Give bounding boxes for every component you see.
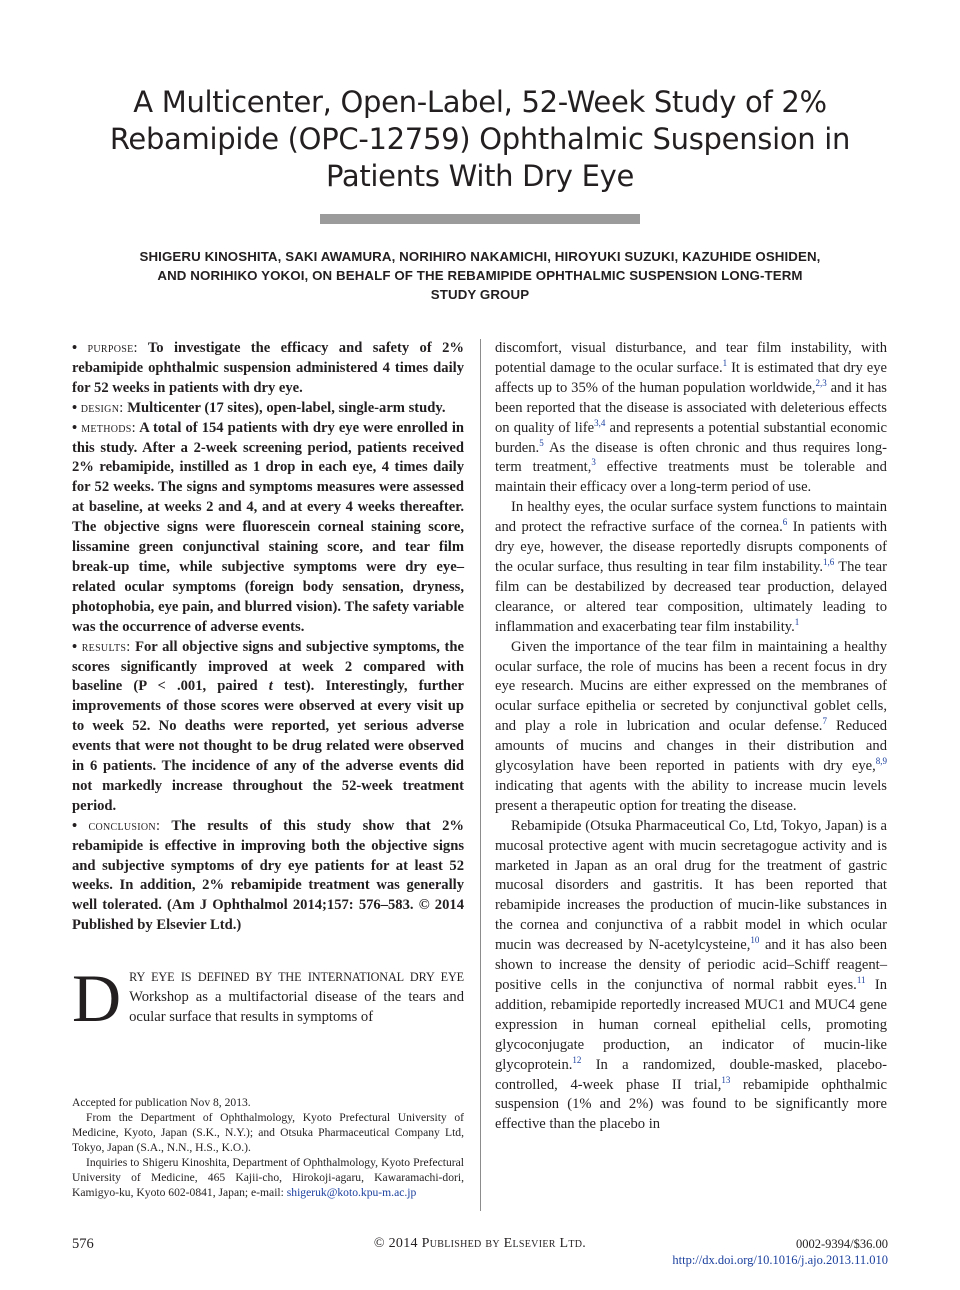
title-line: Patients With Dry Eye (325, 159, 635, 193)
footnotes: Accepted for publication Nov 8, 2013. Fr… (72, 1095, 464, 1200)
results-text: For all objective signs and subjective s… (72, 638, 464, 695)
abstract-methods: • methods: A total of 154 patients with … (72, 419, 464, 635)
purpose-label: purpose: (87, 340, 138, 356)
footnote-inquiries: Inquiries to Shigeru Kinoshita, Departme… (72, 1155, 464, 1200)
body-paragraph: Rebamipide (Otsuka Pharmaceutical Co, Lt… (495, 817, 887, 1133)
conclusion-text: The results of this study show that 2% r… (72, 817, 465, 934)
article-title: A Multicenter, Open-Label, 52-Week Study… (60, 84, 900, 195)
abstract-design: • design: Multicenter (17 sites), open-l… (72, 399, 446, 416)
citation[interactable]: 12 (572, 1054, 582, 1065)
issn: 0002-9394/$36.00 (795, 1237, 888, 1251)
issn-doi: 0002-9394/$36.00 http://dx.doi.org/10.10… (672, 1236, 888, 1268)
intro-text: Workshop as a multifactorial disease of … (129, 989, 464, 1025)
citation[interactable]: 10 (750, 935, 760, 946)
design-label: design: (80, 399, 124, 416)
results-label: results: (81, 638, 131, 655)
author-line: AND NORIHIKO YOKOI, ON BEHALF OF THE REB… (157, 268, 803, 283)
citation[interactable]: 7 (822, 716, 827, 727)
citation[interactable]: 1 (794, 616, 800, 627)
body-paragraph: Given the importance of the tear film in… (495, 638, 887, 814)
publisher-line: © 2014 Published by Elsevier Ltd. (330, 1236, 630, 1252)
title-line: A Multicenter, Open-Label, 52-Week Study… (133, 85, 827, 119)
title-divider (320, 214, 640, 224)
left-column: • purpose: To investigate the efficacy a… (72, 339, 464, 1037)
column-divider (480, 339, 481, 1211)
footnote-affiliation: From the Department of Ophthalmology, Ky… (72, 1111, 464, 1154)
abstract-conclusion: • conclusion: The results of this study … (72, 817, 465, 934)
publisher-text: © 2014 Published by Elsevier Ltd. (373, 1236, 587, 1251)
title-line: Rebamipide (OPC-12759) Ophthalmic Suspen… (109, 122, 851, 156)
body-paragraph: In healthy eyes, the ocular surface syst… (495, 499, 888, 635)
intro-caps: RY EYE IS DEFINED BY THE INTERNATIONAL D… (129, 970, 464, 985)
footnote-accepted: Accepted for publication Nov 8, 2013. (72, 1096, 251, 1109)
page-number: 576 (72, 1236, 94, 1252)
author-line: SHIGERU KINOSHITA, SAKI AWAMURA, NORIHIR… (139, 249, 821, 264)
inquiries-text: Inquiries to Shigeru Kinoshita, Departme… (72, 1156, 464, 1199)
citation[interactable]: 6 (782, 517, 788, 528)
intro-paragraph: D RY EYE IS DEFINED BY THE INTERNATIONAL … (72, 960, 464, 1037)
purpose-text: To investigate the efficacy and safety o… (72, 340, 464, 396)
citation[interactable]: 2,3 (815, 377, 827, 388)
author-line: STUDY GROUP (430, 287, 530, 302)
citation[interactable]: 13 (721, 1074, 731, 1085)
drop-cap: D (72, 960, 122, 1037)
email-link[interactable]: shigeruk@koto.kpu-m.ac.jp (286, 1186, 417, 1199)
right-column: discomfort, visual disturbance, and tear… (495, 339, 887, 1135)
citation[interactable]: 1,6 (822, 557, 835, 568)
abstract: • purpose: To investigate the efficacy a… (72, 339, 464, 936)
design-text: Multicenter (17 sites), open-label, sing… (127, 399, 446, 416)
methods-text: A total of 154 patients with dry eye wer… (72, 419, 464, 635)
abstract-results: • results: For all objective signs and s… (72, 638, 464, 814)
citation[interactable]: 5 (539, 437, 544, 448)
citation[interactable]: 3,4 (594, 417, 606, 428)
results-t: t (268, 678, 273, 695)
abstract-purpose: • purpose: To investigate the efficacy a… (72, 340, 464, 396)
citation[interactable]: 11 (856, 975, 866, 986)
citation[interactable]: 8,9 (875, 756, 887, 767)
citation[interactable]: 1 (722, 358, 728, 369)
methods-label: methods: (81, 419, 136, 436)
results-text-cont: test). Interestingly, further improvemen… (72, 678, 464, 814)
citation[interactable]: 3 (591, 457, 596, 468)
author-list: SHIGERU KINOSHITA, SAKI AWAMURA, NORIHIR… (60, 247, 900, 304)
conclusion-label: conclusion: (88, 817, 161, 834)
doi-link[interactable]: http://dx.doi.org/10.1016/j.ajo.2013.11.… (672, 1253, 888, 1267)
body-paragraph: discomfort, visual disturbance, and tear… (495, 340, 887, 496)
